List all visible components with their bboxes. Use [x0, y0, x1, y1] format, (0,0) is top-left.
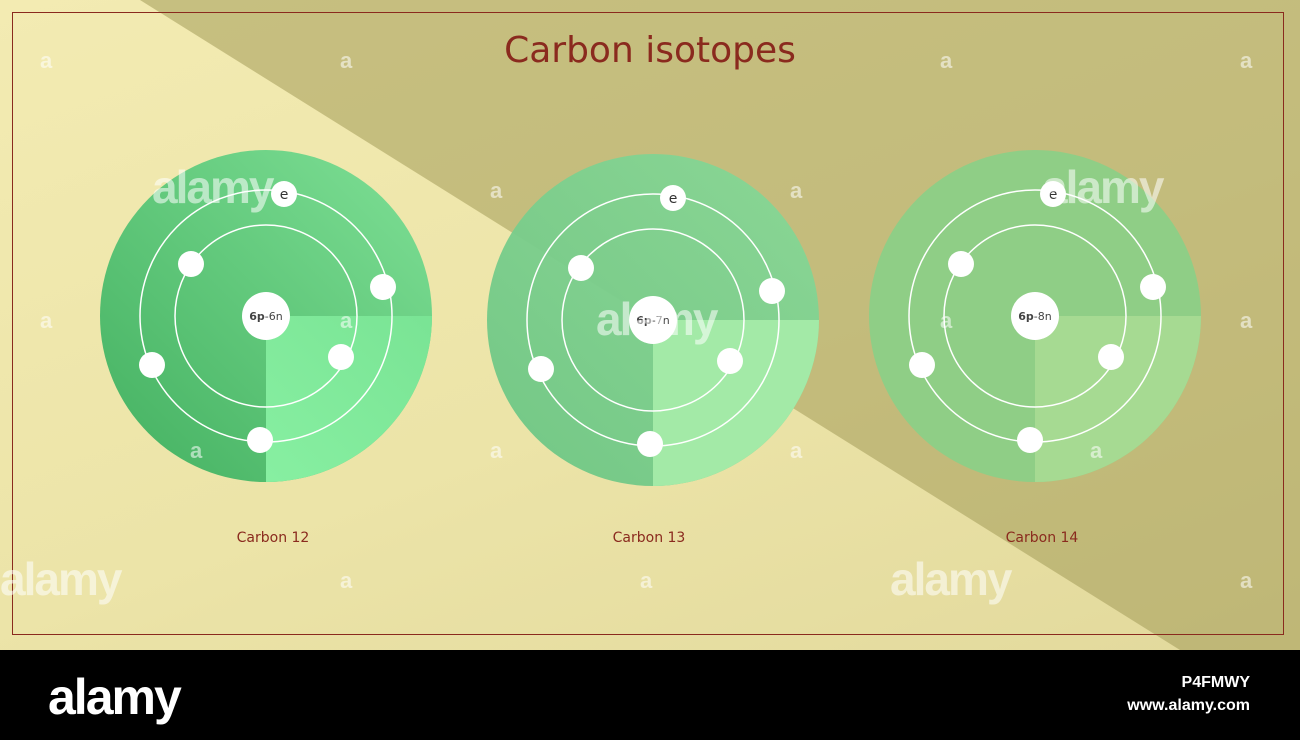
watermark: a [1240, 568, 1253, 593]
poster: Carbon isotopes 6p-6n e [0, 0, 1300, 650]
watermark: a [940, 48, 953, 73]
nucleus [1011, 292, 1059, 340]
electron [247, 427, 273, 453]
footer-bar: alamy P4FMWY www.alamy.com [0, 650, 1300, 740]
nucleus-label: 6p-8n [1018, 310, 1052, 323]
electron [948, 251, 974, 277]
electron [1040, 181, 1066, 207]
electron-label: e [669, 191, 678, 207]
electron [178, 251, 204, 277]
electron [637, 431, 663, 457]
electron [660, 185, 686, 211]
watermark: alamy [890, 553, 1012, 605]
watermark: a [40, 48, 53, 73]
watermark: a [1090, 438, 1103, 463]
electron-label: e [280, 187, 289, 203]
electron [909, 352, 935, 378]
watermark: alamy [0, 553, 122, 605]
inner-orbit [174, 224, 358, 408]
nucleus [242, 292, 290, 340]
caption-carbon-13: Carbon 13 [612, 530, 686, 546]
watermark: a [640, 568, 653, 593]
watermark: a [340, 308, 353, 333]
watermark: a [490, 178, 503, 203]
atom-carbon-13: 6p-7n e [487, 154, 819, 486]
electron [370, 274, 396, 300]
watermark: a [340, 48, 353, 73]
watermark: alamy [596, 293, 718, 345]
image-id: P4FMWY [1181, 674, 1250, 691]
electron [1140, 274, 1166, 300]
caption-carbon-12: Carbon 12 [236, 530, 310, 546]
nucleus-label: 6p-7n [636, 314, 670, 327]
electron [328, 344, 354, 370]
nucleus-label: 6p-6n [249, 310, 283, 323]
electron [528, 356, 554, 382]
watermark: alamy [152, 161, 274, 213]
electron [1098, 344, 1124, 370]
alamy-logo: alamy [48, 669, 182, 725]
inner-orbit [943, 224, 1127, 408]
electron [271, 181, 297, 207]
watermark: a [1240, 48, 1253, 73]
nucleus [629, 296, 677, 344]
border-frame [12, 12, 1284, 635]
page-title: Carbon isotopes [504, 30, 796, 71]
watermark: a [790, 178, 803, 203]
atom-carbon-12: 6p-6n e [100, 150, 432, 482]
caption-carbon-14: Carbon 14 [1005, 530, 1079, 546]
inner-orbit [561, 228, 745, 412]
electron [1017, 427, 1043, 453]
watermark: a [490, 438, 503, 463]
site-url: www.alamy.com [1127, 697, 1250, 714]
watermark: alamy [1042, 161, 1164, 213]
electron [139, 352, 165, 378]
electron-label: e [1049, 187, 1058, 203]
watermark: a [190, 438, 203, 463]
atom-carbon-14: 6p-8n e [869, 150, 1201, 482]
watermark: a [790, 438, 803, 463]
watermark: a [1240, 308, 1253, 333]
watermark: a [40, 308, 53, 333]
watermark: a [940, 308, 953, 333]
electron [759, 278, 785, 304]
electron [568, 255, 594, 281]
watermark: a [340, 568, 353, 593]
electron [717, 348, 743, 374]
